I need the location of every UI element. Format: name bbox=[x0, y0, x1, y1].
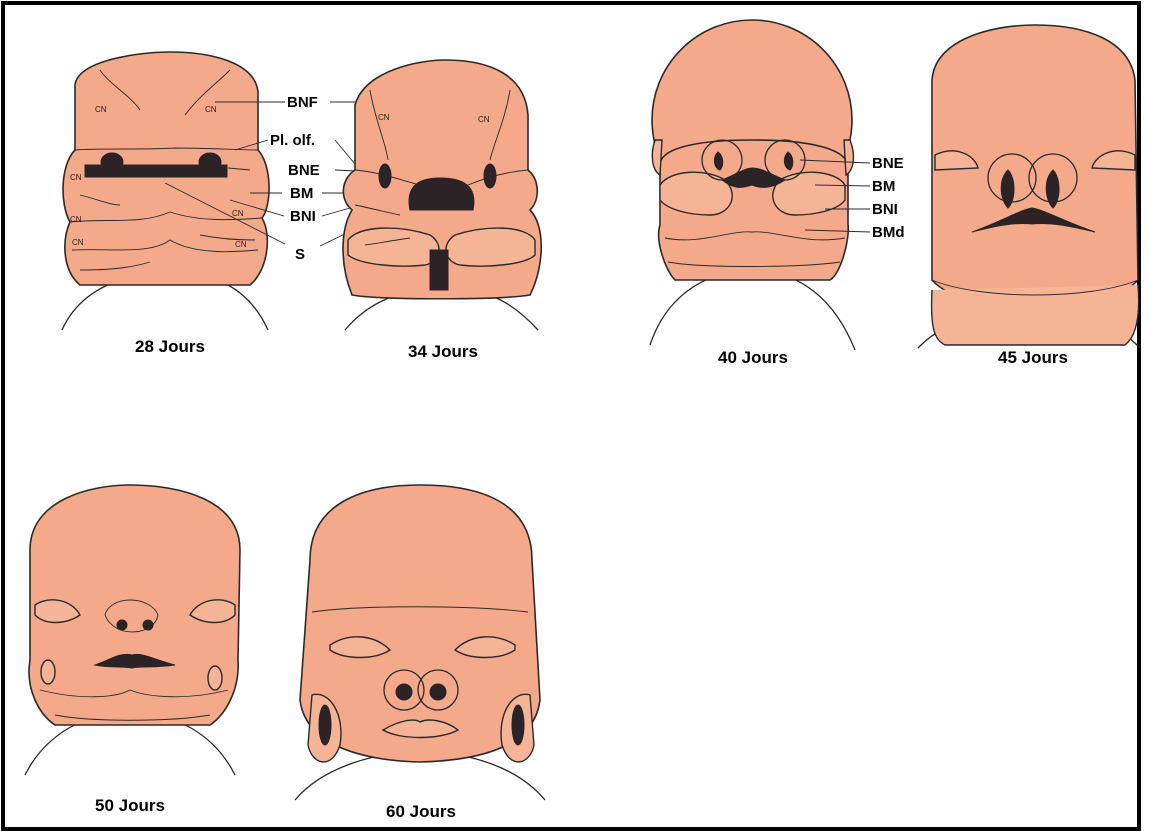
embryo-60-days: 60 Jours bbox=[295, 485, 545, 820]
embryo-50-days: 50 Jours bbox=[25, 485, 240, 815]
caption-28-jours: 28 Jours bbox=[135, 337, 205, 356]
mandible-left-34 bbox=[348, 228, 439, 266]
label-bne: BNE bbox=[288, 162, 320, 179]
label-bm: BM bbox=[290, 185, 313, 202]
nostril-left-60 bbox=[396, 684, 412, 700]
label-bne-40: BNE bbox=[872, 155, 904, 172]
cn-label: CN bbox=[378, 113, 390, 122]
ear-left-50 bbox=[41, 660, 55, 684]
cn-label: CN bbox=[205, 105, 217, 114]
cn-label: CN bbox=[72, 238, 84, 247]
ear-canal-left-60 bbox=[319, 705, 331, 745]
cn-label: CN bbox=[235, 240, 247, 249]
cn-label: CN bbox=[95, 105, 107, 114]
mandible-right-34 bbox=[446, 228, 535, 266]
pharynx-34 bbox=[430, 250, 448, 290]
caption-60-jours: 60 Jours bbox=[386, 802, 456, 820]
caption-45-jours: 45 Jours bbox=[998, 348, 1068, 367]
thorax-outline-40 bbox=[650, 270, 855, 350]
label-s: S bbox=[295, 246, 305, 263]
ear-left-40 bbox=[652, 140, 662, 175]
label-bni: BNI bbox=[290, 208, 316, 225]
embryo-40-days: 40 Jours bbox=[650, 20, 870, 367]
ear-right-40 bbox=[844, 140, 853, 175]
caption-40-jours: 40 Jours bbox=[718, 348, 788, 367]
nostril-right-60 bbox=[430, 684, 446, 700]
caption-50-jours: 50 Jours bbox=[95, 796, 165, 815]
nasal-placode-left-28 bbox=[101, 153, 123, 171]
label-bmd-40: BMd bbox=[872, 224, 905, 241]
cn-label: CN bbox=[70, 173, 82, 182]
stomodeum-34 bbox=[409, 178, 474, 210]
cn-label: CN bbox=[70, 215, 82, 224]
nasal-placode-right-28 bbox=[199, 153, 221, 171]
ear-canal-right-60 bbox=[512, 705, 524, 745]
nostril-right-50 bbox=[143, 620, 153, 630]
cn-label: CN bbox=[232, 209, 244, 218]
nostril-left-50 bbox=[117, 620, 127, 630]
label-bni-40: BNI bbox=[872, 201, 898, 218]
ear-right-50 bbox=[208, 666, 222, 690]
nasal-pit-left-34 bbox=[379, 164, 391, 188]
nasal-pit-right-34 bbox=[484, 164, 496, 188]
embryo-45-days: 45 Jours bbox=[918, 25, 1140, 367]
neck-45 bbox=[932, 285, 1139, 345]
embryo-34-days: CN CN 34 Jours bbox=[343, 60, 541, 361]
label-bm-40: BM bbox=[872, 178, 895, 195]
cn-label: CN bbox=[478, 115, 490, 124]
label-bnf: BNF bbox=[287, 94, 318, 111]
embryo-28-days: CN CN CN CN CN CN CN 28 Jours bbox=[62, 52, 269, 356]
label-pl-olf: Pl. olf. bbox=[270, 132, 315, 149]
caption-34-jours: 34 Jours bbox=[408, 342, 478, 361]
